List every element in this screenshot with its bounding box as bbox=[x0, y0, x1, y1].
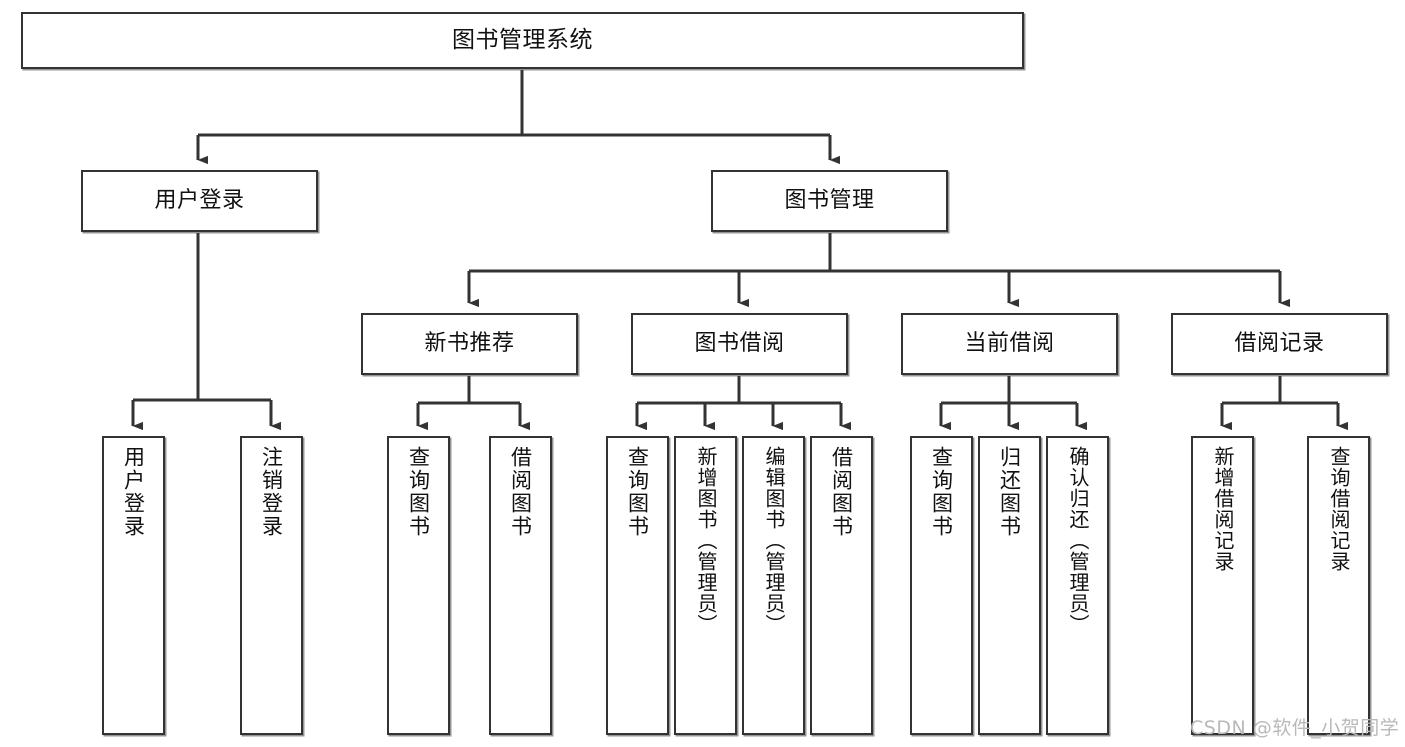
node-label: 归还图书 bbox=[997, 446, 1022, 538]
node-label: 查询图书 bbox=[929, 446, 954, 538]
node-label: 借阅记录 bbox=[1234, 330, 1325, 356]
node-label: 图书管理 bbox=[784, 187, 875, 213]
node-label: 编辑图书（管理员） bbox=[762, 446, 786, 635]
csdn-watermark: CSDN @软件_小贺同学 bbox=[1190, 717, 1400, 739]
node-label: 注销登录 bbox=[259, 446, 284, 538]
node-leaf-recommend-borrow-book[interactable]: 借阅图书 bbox=[489, 436, 552, 735]
node-label: 借阅图书 bbox=[508, 446, 533, 538]
node-label: 图书管理系统 bbox=[452, 26, 593, 53]
node-leaf-confirm-return-admin[interactable]: 确认归还（管理员） bbox=[1046, 436, 1109, 735]
node-current-borrowing[interactable]: 当前借阅 bbox=[901, 313, 1118, 375]
node-leaf-add-book-admin[interactable]: 新增图书（管理员） bbox=[674, 436, 737, 735]
node-borrowing-record[interactable]: 借阅记录 bbox=[1171, 313, 1388, 375]
node-label: 图书借阅 bbox=[694, 330, 785, 356]
node-leaf-borrow-query-book[interactable]: 查询图书 bbox=[606, 436, 669, 735]
node-leaf-current-query-book[interactable]: 查询图书 bbox=[910, 436, 973, 735]
node-label: 新增借阅记录 bbox=[1211, 446, 1235, 572]
node-label: 用户登录 bbox=[154, 187, 245, 213]
node-label: 查询借阅记录 bbox=[1327, 446, 1351, 572]
node-label: 查询图书 bbox=[625, 446, 650, 538]
node-root-book-management-system[interactable]: 图书管理系统 bbox=[21, 12, 1024, 69]
node-label: 新书推荐 bbox=[424, 330, 515, 356]
node-label: 查询图书 bbox=[406, 446, 431, 538]
node-label: 当前借阅 bbox=[964, 330, 1055, 356]
node-book-management[interactable]: 图书管理 bbox=[711, 170, 948, 232]
node-leaf-query-borrow-record[interactable]: 查询借阅记录 bbox=[1307, 436, 1370, 735]
node-leaf-add-borrow-record[interactable]: 新增借阅记录 bbox=[1191, 436, 1254, 735]
node-label: 借阅图书 bbox=[829, 446, 854, 538]
node-leaf-edit-book-admin[interactable]: 编辑图书（管理员） bbox=[742, 436, 805, 735]
node-book-borrowing[interactable]: 图书借阅 bbox=[631, 313, 848, 375]
node-label: 确认归还（管理员） bbox=[1066, 446, 1090, 635]
node-label: 新增图书（管理员） bbox=[694, 446, 718, 635]
node-new-book-recommendation[interactable]: 新书推荐 bbox=[361, 313, 578, 375]
node-leaf-return-book[interactable]: 归还图书 bbox=[978, 436, 1041, 735]
node-leaf-recommend-query-book[interactable]: 查询图书 bbox=[387, 436, 450, 735]
node-leaf-borrow-lend-book[interactable]: 借阅图书 bbox=[810, 436, 873, 735]
node-leaf-user-login[interactable]: 用户登录 bbox=[102, 436, 165, 735]
node-user-login[interactable]: 用户登录 bbox=[81, 170, 318, 232]
node-label: 用户登录 bbox=[121, 446, 146, 538]
node-leaf-user-logout[interactable]: 注销登录 bbox=[240, 436, 303, 735]
